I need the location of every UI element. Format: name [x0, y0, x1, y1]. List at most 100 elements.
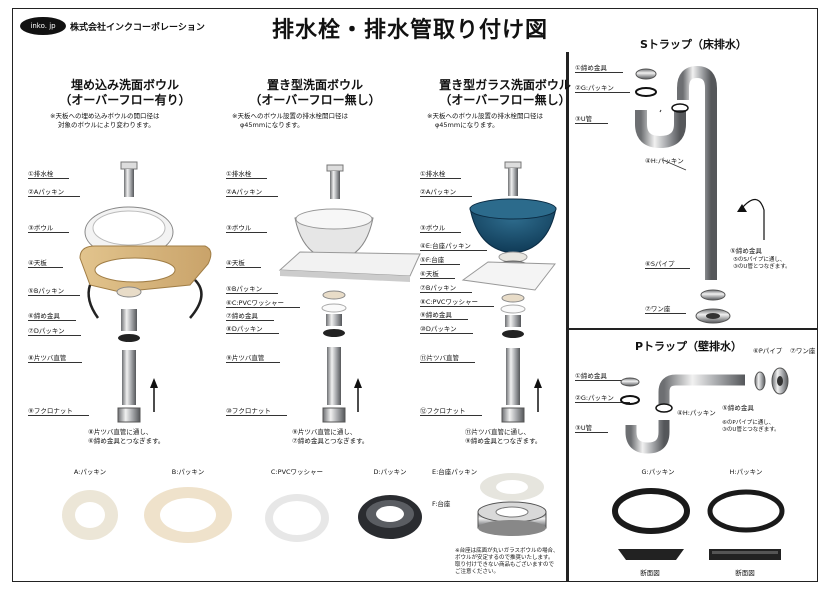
s-label-6: ⑥Sパイプ — [645, 258, 691, 269]
col3-part-label: ④E:台座パッキン — [420, 240, 487, 251]
page-title: 排水栓・排水管取り付け図 — [272, 18, 549, 43]
col1-part-label: ⑧片ツバ直管 — [28, 352, 83, 363]
col3-part-label: ⑨締め金具 — [420, 309, 468, 320]
col2-part-label: ⑨片ツバ直管 — [226, 352, 281, 363]
col1-title: 埋め込み洗面ボウル （オーバーフロー有り） — [55, 78, 195, 108]
stand-note-line3: 取り付けできない商品もございますので — [455, 562, 555, 568]
col2-part-label: ①排水栓 — [226, 168, 268, 179]
col1-drain-cap — [120, 161, 138, 170]
col1-title-line1: 埋め込み洗面ボウル — [70, 78, 179, 92]
col1-note-line2: 対象のボウルにより変わります。 — [58, 121, 155, 129]
col2-note: ※天板へのボウル設置の排水栓開口径は φ45mmになります。 — [232, 112, 348, 130]
gasket-h-caption: H:パッキン — [729, 468, 763, 476]
col1-part-label: ②Aパッキン — [28, 186, 81, 197]
col3-note-line2: φ45mmになります。 — [435, 121, 499, 129]
gasket-h — [707, 489, 785, 533]
s-label-1: ①締め金具 — [575, 62, 623, 73]
col3-part-label: ⑦Bパッキン — [420, 282, 473, 293]
s-label-3: ③U管 — [575, 113, 609, 124]
col3-title: 置き型ガラス洗面ボウル （オーバーフロー無し） — [430, 78, 580, 108]
p-trap-title: Pトラップ（壁排水） — [635, 340, 743, 353]
col2-part-label: ②Aパッキン — [226, 186, 279, 197]
col1-part-label: ③ボウル — [28, 222, 70, 233]
p-label-1: ①締め金具 — [575, 370, 623, 381]
p-note: ⑥のPパイプに通し、 ③のU管とつなぎます。 — [722, 420, 780, 434]
p-label-4: ④H:パッキン — [677, 409, 716, 417]
col3-foot: ⑪片ツバ直管に通し、 ⑨締め金具とつなぎます。 — [465, 428, 541, 446]
col3-foot-line2: ⑨締め金具とつなぎます。 — [465, 437, 542, 445]
section-caption-h: 断面図 — [735, 569, 755, 577]
col2-title-line1: 置き型洗面ボウル — [266, 78, 363, 92]
p-label-6: ⑥Pパイプ — [753, 347, 783, 355]
col2-part-label: ⑤Bパッキン — [226, 283, 279, 294]
col1-pipe — [122, 350, 136, 405]
p-label-2: ②G:パッキン — [575, 392, 630, 403]
col3-foot-line1: ⑪片ツバ直管に通し、 — [465, 428, 530, 436]
col3-part-label: ②Aパッキン — [420, 186, 473, 197]
col2-part-label: ⑧Dパッキン — [226, 323, 279, 334]
col1-foot-line2: ⑥締め金具とつなぎます。 — [88, 437, 165, 445]
col1-illustration — [79, 161, 212, 423]
col3-illustration — [461, 161, 557, 423]
p-trap-illustration — [620, 367, 789, 454]
stand-note: ※台座は底面が丸いガラスボウルの場合、 ボウルが安定するので推奨いたします。 取… — [455, 548, 559, 576]
p-note-line1: ⑥のPパイプに通し、 — [722, 420, 775, 426]
s-label-5: ⑤締め金具 — [730, 247, 762, 255]
s-label-2: ②G:パッキン — [575, 82, 630, 93]
col2-title: 置き型洗面ボウル （オーバーフロー無し） — [245, 78, 385, 108]
col2-part-label: ⑦締め金具 — [226, 310, 274, 321]
section-g — [618, 549, 684, 560]
col2-part-label: ⑩フクロナット — [226, 405, 287, 416]
col2-illustration — [278, 164, 421, 423]
col3-part-label: ⑪片ツバ直管 — [420, 352, 475, 363]
p-note-line2: ③のU管とつなぎます。 — [722, 427, 780, 433]
col3-part-label: ⑫フクロナット — [420, 405, 482, 416]
s-trap-title: Sトラップ（床排水） — [640, 38, 747, 51]
col2-part-label: ⑥C:PVCワッシャー — [226, 297, 300, 308]
col2-foot: ⑨片ツバ直管に通し、 ⑦締め金具とつなぎます。 — [292, 428, 368, 446]
part-d-caption: D:パッキン — [373, 468, 407, 476]
part-f-caption: F:台座 — [432, 500, 451, 508]
col2-foot-line2: ⑦締め金具とつなぎます。 — [292, 437, 369, 445]
part-e-caption: E:台座パッキン — [432, 468, 478, 476]
col3-part-label: ⑧C:PVCワッシャー — [420, 296, 494, 307]
col3-note: ※天板へのボウル設置の排水栓開口径は φ45mmになります。 — [427, 112, 543, 130]
p-label-7: ⑦ワン座 — [790, 347, 816, 355]
col2-note-line1: ※天板へのボウル設置の排水栓開口径は — [232, 112, 348, 120]
col1-note: ※天板への埋め込みボウルの開口径は 対象のボウルにより変わります。 — [50, 112, 159, 130]
part-a-caption: A:パッキン — [73, 468, 107, 476]
col1-part-label: ①排水栓 — [28, 168, 70, 179]
p-label-3: ③U管 — [575, 422, 609, 433]
part-b-caption: B:パッキン — [171, 468, 205, 476]
col1-foot: ⑧片ツバ直管に通し、 ⑥締め金具とつなぎます。 — [88, 428, 164, 446]
part-c-caption: C:PVCワッシャー — [270, 468, 324, 476]
col1-drain-body — [124, 169, 134, 197]
col3-title-line2: （オーバーフロー無し） — [439, 93, 571, 107]
col2-foot-line1: ⑨片ツバ直管に通し、 — [292, 428, 357, 436]
s-label-7: ⑦ワン座 — [645, 303, 687, 314]
col1-part-label: ⑦Dパッキン — [28, 325, 81, 336]
col2-note-line2: φ45mmになります。 — [240, 121, 304, 129]
col3-part-label: ⑩Dパッキン — [420, 323, 473, 334]
p-u-pipe — [625, 420, 670, 454]
p-label-5: ⑤締め金具 — [722, 404, 754, 412]
s-pipe — [677, 65, 717, 280]
col1-part-label: ⑤Bパッキン — [28, 285, 81, 296]
horizontal-divider — [569, 328, 818, 330]
section-caption-g: 断面図 — [640, 569, 660, 577]
s-note-line1: ⑤のSパイプに通し、 — [733, 257, 786, 263]
stand-note-line4: ご注意ください。 — [455, 569, 500, 575]
col3-part-label: ⑥天板 — [420, 268, 455, 279]
col3-counter — [461, 261, 556, 291]
col1-title-line2: （オーバーフロー有り） — [59, 93, 191, 107]
gasket-g — [612, 488, 690, 534]
col1-part-label: ④天板 — [28, 257, 63, 268]
section-h — [709, 549, 781, 560]
s-note: ⑤のSパイプに通し、 ③のU管とつなぎます。 — [733, 257, 791, 271]
col3-part-label: ③ボウル — [420, 222, 462, 233]
col1-part-label: ⑨フクロナット — [28, 405, 89, 416]
col3-title-line1: 置き型ガラス洗面ボウル — [439, 78, 571, 92]
col3-note-line1: ※天板へのボウル設置の排水栓開口径は — [427, 112, 543, 120]
s-trap-illustration — [635, 65, 765, 324]
